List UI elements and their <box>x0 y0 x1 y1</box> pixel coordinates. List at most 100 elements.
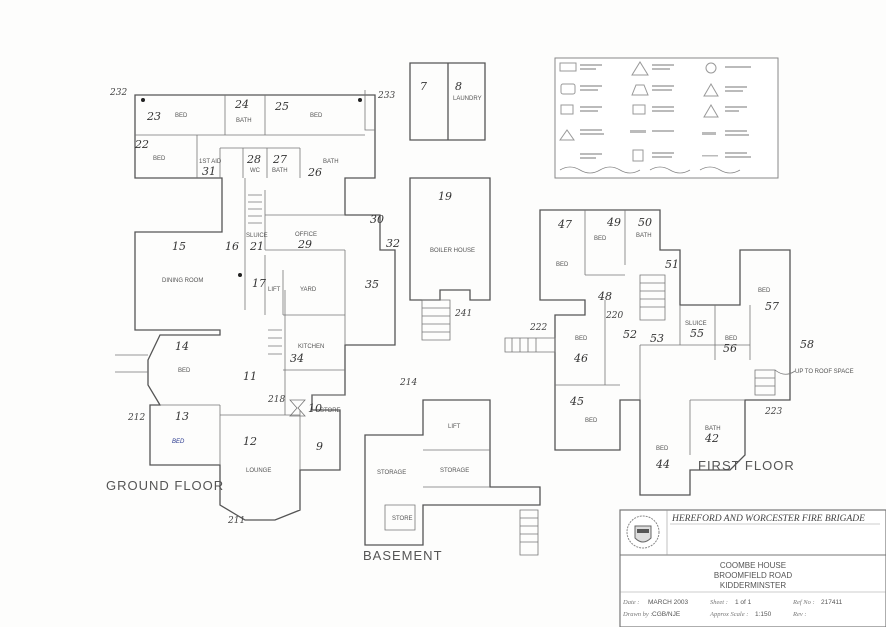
room-number-30: 30 <box>370 213 384 226</box>
room-48: 48 <box>597 290 612 303</box>
sheet-value: 1 of 1 <box>735 599 752 606</box>
room-44: BED 44 <box>655 446 670 471</box>
first-floor-title: FIRST FLOOR <box>698 458 795 473</box>
ref-222: 222 <box>529 323 547 333</box>
ref-211: 211 <box>227 516 245 526</box>
room-number: 16 <box>225 240 239 253</box>
room-9: 9 <box>316 440 323 453</box>
room-number: 22 <box>134 138 149 151</box>
room-number: 35 <box>365 278 379 291</box>
room-35: 35 <box>365 278 379 291</box>
room-number: 26 <box>307 166 322 179</box>
room-52: 52 <box>623 328 637 341</box>
drawn-by-value: CGB/NJE <box>652 611 681 618</box>
room-label-laundry: LAUNDRY <box>453 96 482 102</box>
room-number: 44 <box>655 458 670 471</box>
room-number-32: 32 <box>386 237 400 250</box>
ref-241: 241 <box>454 309 472 319</box>
room-number: 55 <box>690 327 704 340</box>
room-label: KITCHEN <box>298 344 324 350</box>
ref-212: 212 <box>127 413 145 423</box>
room-number: 13 <box>175 410 189 423</box>
ref-218: 218 <box>267 395 285 405</box>
room-number: 53 <box>650 332 664 345</box>
room-label: DINING ROOM <box>162 278 203 284</box>
room-16: 16 <box>225 240 239 253</box>
address-line-1: COOMBE HOUSE <box>720 561 786 570</box>
date-value: MARCH 2003 <box>648 599 688 606</box>
room-number: 28 <box>246 153 261 166</box>
room-label: BED <box>725 336 738 342</box>
room-number: 27 <box>272 153 287 166</box>
ground-floor-title: GROUND FLOOR <box>106 478 224 493</box>
room-label: SLUICE <box>685 321 707 327</box>
room-number: 29 <box>297 238 312 251</box>
room-number: 45 <box>569 395 584 408</box>
room-number: 58 <box>800 338 814 351</box>
room-label: WC <box>250 168 261 174</box>
organisation-name: HEREFORD AND WORCESTER FIRE BRIGADE <box>671 514 865 524</box>
room-label: LOUNGE <box>246 468 271 474</box>
room-number: 31 <box>202 165 216 178</box>
room-number: 34 <box>290 352 304 365</box>
room-label: BATH <box>272 168 288 174</box>
ref-220: 220 <box>605 311 623 321</box>
room-number: 25 <box>274 100 289 113</box>
room-number: 57 <box>765 300 779 313</box>
room-label: BED <box>178 368 191 374</box>
room-label: BED <box>594 236 607 242</box>
room-label-storage: STORAGE <box>377 470 406 476</box>
room-number: 15 <box>172 240 186 253</box>
room-label: BED <box>556 262 569 268</box>
ref-232: 232 <box>109 88 127 98</box>
room-label: BED <box>575 336 588 342</box>
room-number-8: 8 <box>455 80 462 93</box>
room-label: SLUICE <box>246 233 268 239</box>
room-number: 23 <box>146 110 161 123</box>
drawn-by-label: Drawn by : <box>622 611 653 618</box>
room-10: 10 <box>308 402 322 415</box>
room-number: 49 <box>606 216 621 229</box>
sheet-label: Sheet : <box>710 599 728 606</box>
room-number-19: 19 <box>438 190 452 203</box>
address-line-3: KIDDERMINSTER <box>720 581 786 590</box>
room-label: BATH <box>636 233 652 239</box>
room-number: 51 <box>665 258 679 271</box>
room-label-lift: LIFT <box>448 424 461 430</box>
room-label: BED <box>153 156 166 162</box>
room-number: 48 <box>597 290 612 303</box>
room-label: BATH <box>705 426 721 432</box>
room-label: 1ST AID <box>199 159 222 165</box>
room-51: 51 <box>665 258 679 271</box>
ref-label: Ref No : <box>792 599 815 606</box>
scale-label: Approx Scale : <box>709 611 748 618</box>
room-number-7: 7 <box>420 80 427 93</box>
address-line-2: BROOMFIELD ROAD <box>714 571 792 580</box>
room-number: 21 <box>249 240 264 253</box>
room-53: 53 <box>650 332 664 345</box>
roof-space-note: UP TO ROOF SPACE <box>795 369 854 375</box>
room-label: STORE <box>320 408 341 414</box>
room-label: BED <box>656 446 669 452</box>
room-number: 42 <box>704 432 719 445</box>
room-label: BATH <box>323 159 339 165</box>
room-yard: YARD <box>300 287 317 293</box>
room-store: STORE <box>320 408 341 414</box>
title-block: HEREFORD AND WORCESTER FIRE BRIGADE COOM… <box>619 509 886 627</box>
